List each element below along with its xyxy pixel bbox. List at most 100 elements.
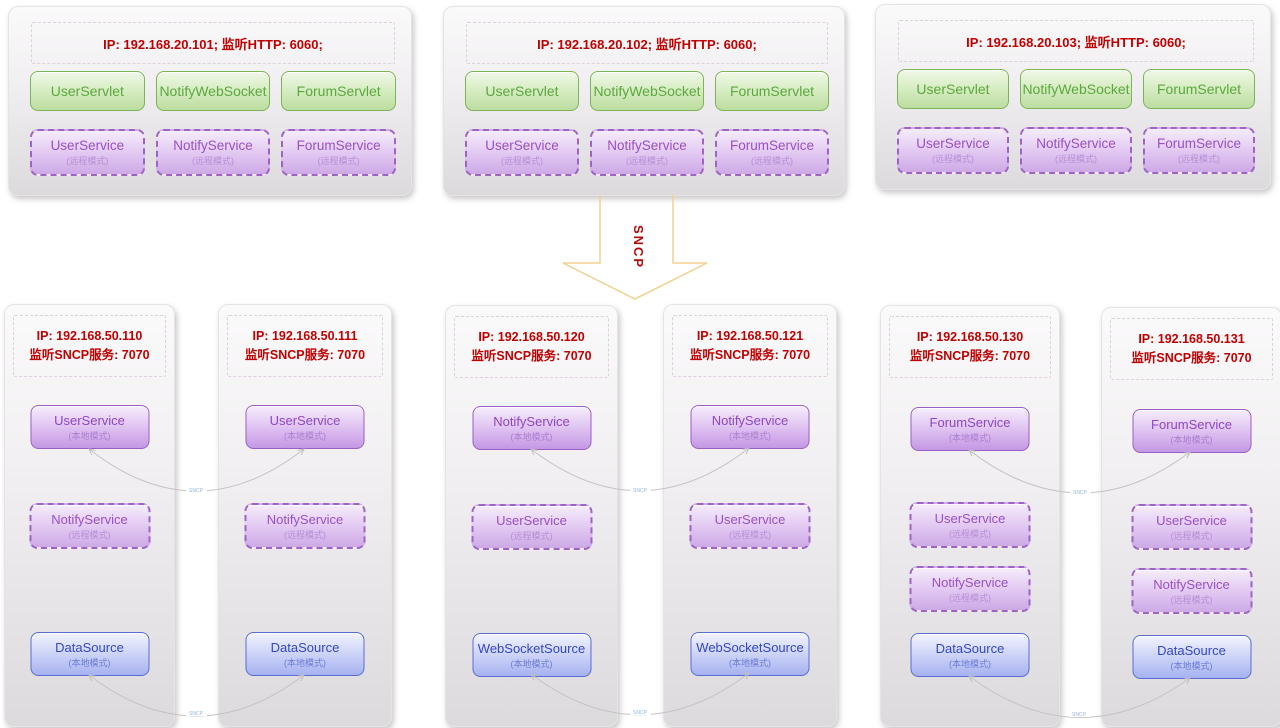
servlet-box: UserServlet [897,69,1009,109]
remote-service-box: ForumService (远程模式) [1143,127,1255,174]
ip-info-text: IP: 192.168.50.121 [696,328,804,343]
service-row: UserService (远程模式) NotifyService (远程模式) … [30,129,397,176]
connection-label: SNCP [1073,490,1088,496]
service-name: UserService [50,138,125,153]
sncp-server-node-131: IP: 192.168.50.131 监听SNCP服务: 7070 ForumS… [1101,307,1280,727]
ip-info-box: IP: 192.168.20.101; 监听HTTP: 6060; [31,22,395,64]
service-mode: (本地模式) [510,658,553,669]
service-mode: (远程模式) [317,156,360,166]
service-mode: (本地模式) [284,430,326,441]
service-mode: (远程模式) [501,156,543,166]
datasource-box: DataSource (本地模式) [910,633,1030,677]
service-mode: (本地模式) [68,430,111,441]
servlet-box: ForumServlet [715,71,829,111]
service-mode: (本地模式) [510,431,553,442]
service-name: ForumService [296,138,381,153]
service-name: NotifyService [1153,576,1230,592]
service-mode: (远程模式) [66,156,109,166]
sncp-arrow-label: SNCP [631,225,646,269]
servlet-label: ForumServlet [296,83,381,99]
remote-service-box: NotifyService (远程模式) [29,503,150,549]
servlet-row: UserServlet NotifyWebSocket ForumServlet [897,69,1255,109]
sncp-server-node-121: IP: 192.168.50.121 监听SNCP服务: 7070 Notify… [663,304,837,727]
sncp-server-node-111: IP: 192.168.50.111 监听SNCP服务: 7070 UserSe… [218,304,392,727]
service-name: NotifyService [1036,136,1116,151]
servlet-box: NotifyWebSocket [590,71,704,111]
service-mode: (远程模式) [1055,154,1097,164]
ip-info-box: IP: 192.168.20.102; 监听HTTP: 6060; [466,22,828,64]
service-name: UserService [916,136,990,151]
servlet-label: NotifyWebSocket [593,83,701,99]
service-name: NotifyService [607,138,687,153]
service-mode: (远程模式) [932,154,974,164]
servlet-label: UserServlet [50,83,124,99]
service-name: NotifyService [51,511,128,527]
servlet-row: UserServlet NotifyWebSocket ForumServlet [30,71,397,111]
connection-label: SNCP [633,710,648,716]
port-info-text: 监听SNCP服务: 7070 [29,348,150,362]
local-service-box: ForumService (本地模式) [910,407,1030,451]
service-mode: (远程模式) [68,529,111,540]
remote-service-box: UserService (远程模式) [471,504,592,550]
remote-service-box: UserService (远程模式) [689,503,811,549]
sncp-arrow: SNCP [562,195,708,300]
app-server-node-101: IP: 192.168.20.101; 监听HTTP: 6060; UserSe… [8,6,412,196]
port-info-text: 监听SNCP服务: 7070 [909,349,1031,363]
service-row: UserService (远程模式) NotifyService (远程模式) … [465,129,829,176]
ip-info-box: IP: 192.168.20.103; 监听HTTP: 6060; [898,20,1254,62]
service-mode: (远程模式) [949,528,991,539]
service-mode: (远程模式) [284,529,326,540]
service-mode: (本地模式) [949,432,991,443]
service-name: NotifyService [711,412,789,428]
ip-info-text: IP: 192.168.20.102; 监听HTTP: 6060; [537,36,757,52]
service-mode: (远程模式) [510,530,553,541]
port-info-text: 监听SNCP服务: 7070 [1131,351,1252,365]
port-info-text: 监听SNCP服务: 7070 [244,348,366,362]
sncp-server-node-110: IP: 192.168.50.110 监听SNCP服务: 7070 UserSe… [4,304,175,727]
service-name: UserService [1156,512,1227,528]
servlet-row: UserServlet NotifyWebSocket ForumServlet [465,71,829,111]
websocketsource-box: WebSocketSource (本地模式) [472,633,591,677]
service-name: ForumService [929,414,1011,430]
service-mode: (本地模式) [729,657,771,668]
service-mode: (远程模式) [626,156,668,166]
service-name: DataSource [1157,642,1226,658]
servlet-label: ForumServlet [729,83,815,99]
service-name: DataSource [935,640,1005,656]
connection-label: SNCP [1072,712,1087,718]
down-arrow-icon [562,195,708,300]
service-mode: (本地模式) [1170,660,1213,671]
remote-service-box: NotifyService (远程模式) [590,129,704,176]
datasource-box: DataSource (本地模式) [30,632,149,676]
remote-service-box: ForumService (远程模式) [715,129,829,176]
service-name: UserService [54,412,125,428]
service-mode: (远程模式) [192,156,234,166]
connection-label-bg [186,709,207,716]
ip-info-text: IP: 192.168.20.101; 监听HTTP: 6060; [103,36,323,52]
service-name: WebSocketSource [696,639,804,655]
servlet-label: NotifyWebSocket [1022,81,1130,97]
servlet-label: UserServlet [916,81,990,97]
servlet-box: UserServlet [465,71,579,111]
sncp-server-node-130: IP: 192.168.50.130 监听SNCP服务: 7070 ForumS… [880,305,1060,727]
connection-label-bg [630,486,651,493]
service-name: DataSource [55,639,124,655]
datasource-box: DataSource (本地模式) [245,632,365,676]
ip-info-text: IP: 192.168.20.103; 监听HTTP: 6060; [966,34,1186,50]
remote-service-box: UserService (远程模式) [909,502,1031,548]
websocketsource-box: WebSocketSource (本地模式) [690,632,810,676]
ip-info-box: IP: 192.168.50.131 监听SNCP服务: 7070 [1110,318,1273,380]
service-name: UserService [496,512,567,528]
servlet-box: ForumServlet [281,71,397,111]
service-mode: (本地模式) [1170,434,1213,445]
service-name: DataSource [270,639,340,655]
ip-info-box: IP: 192.168.50.120 监听SNCP服务: 7070 [454,316,609,378]
service-name: UserService [934,510,1006,526]
ip-info-text: IP: 192.168.50.120 [478,329,585,344]
connection-label-bg [1070,488,1091,495]
service-mode: (远程模式) [729,529,771,540]
service-name: NotifyService [266,511,344,527]
ip-info-box: IP: 192.168.50.111 监听SNCP服务: 7070 [227,315,383,377]
remote-service-box: NotifyService (远程模式) [155,129,271,176]
ip-info-box: IP: 192.168.50.110 监听SNCP服务: 7070 [13,315,166,377]
